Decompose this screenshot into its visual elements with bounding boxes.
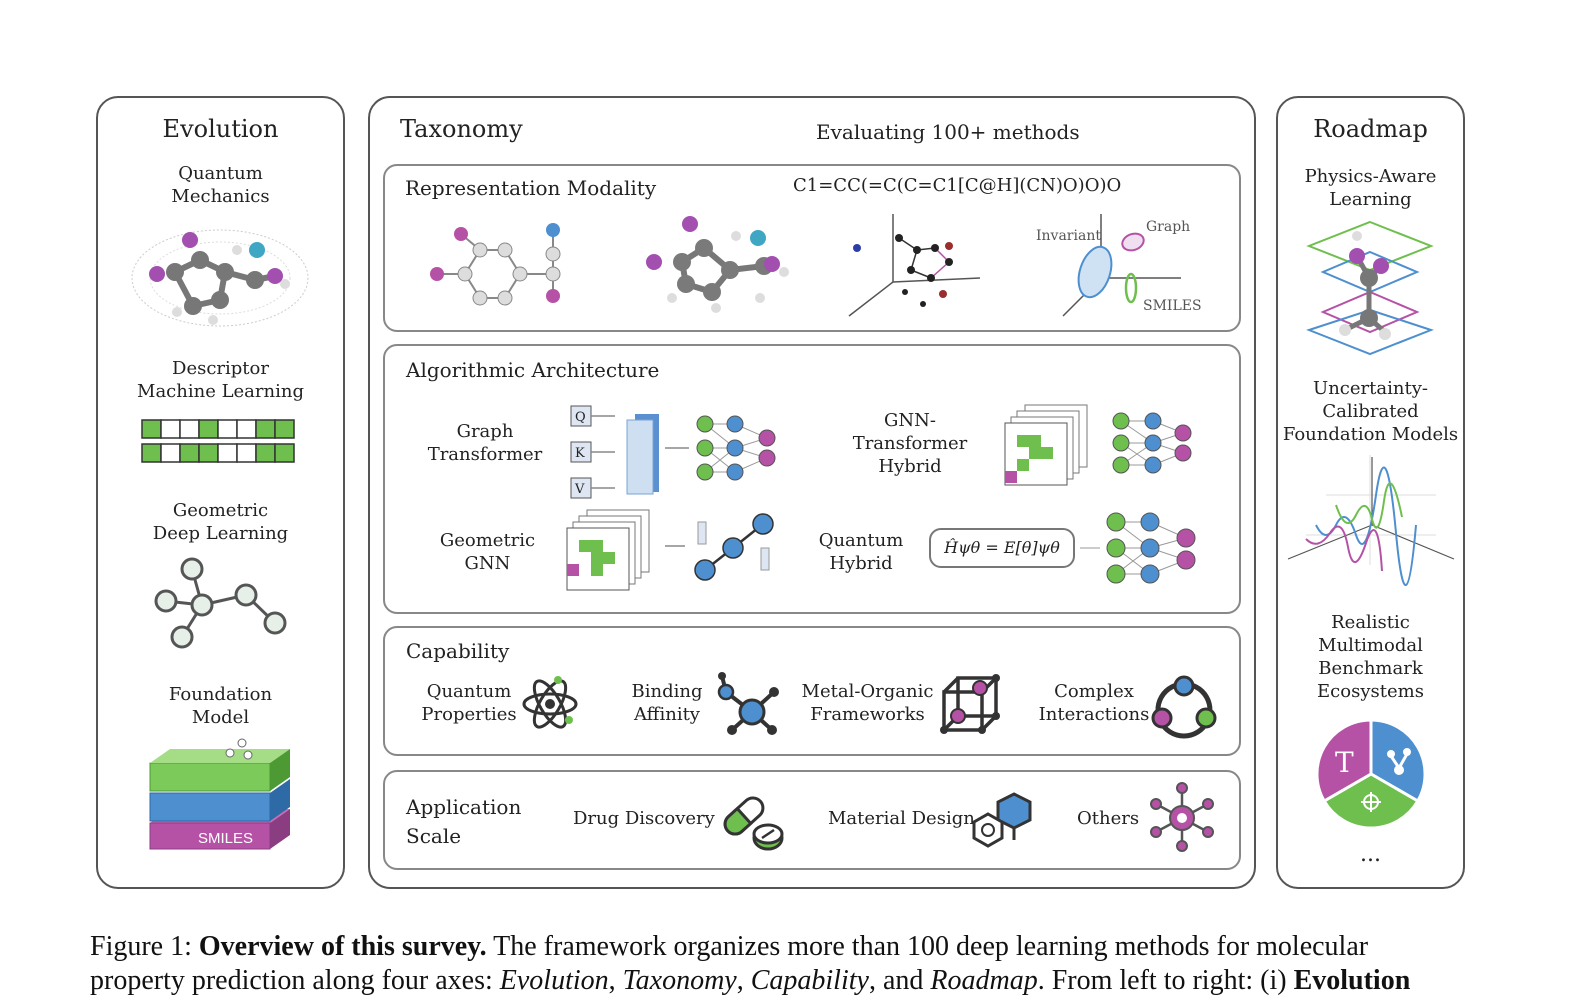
- schrodinger-equation-box: Ĥψθ = E[θ]ψθ: [929, 528, 1075, 568]
- benzene-rings-icon: [972, 792, 1032, 848]
- caption-italic-evolution: Evolution: [499, 965, 609, 996]
- representation-modality-title: Representation Modality: [405, 176, 657, 200]
- binding-affinity-label: Binding Affinity: [631, 681, 703, 725]
- pill-capsule-icon: [723, 796, 784, 851]
- application-scale-title: Application Scale: [406, 795, 522, 848]
- graph-network-icon: [154, 557, 287, 649]
- 3d-coordinate-molecule-icon: [848, 214, 981, 317]
- roadmap-label-physics: Physics-Aware Learning: [1304, 166, 1437, 210]
- pie-t-letter: T: [1335, 746, 1354, 779]
- evo-label-quantum: Quantum Mechanics: [171, 163, 270, 207]
- uncertainty-waves-icon: [1287, 455, 1455, 586]
- quantum-molecule-icon: [131, 229, 309, 327]
- algorithmic-architecture-title: Algorithmic Architecture: [406, 358, 660, 382]
- caption-italic-roadmap: Roadmap: [930, 965, 1038, 996]
- schrodinger-equation: Ĥψθ = E[θ]ψθ: [944, 538, 1060, 557]
- material-design-label: Material Design: [828, 808, 975, 829]
- smiles-stack-label: SMILES: [198, 830, 253, 847]
- smiles-string: C1=CC(=C(C=C1[C@H](CN)O)O)O: [793, 175, 1122, 196]
- complex-interactions-label: Complex Interactions: [1038, 681, 1150, 725]
- caption-text-and: and: [882, 965, 924, 996]
- others-label: Others: [1077, 808, 1140, 829]
- capability-box: [383, 626, 1241, 756]
- algorithmic-architecture-box: [383, 344, 1241, 614]
- 2d-graph-molecule-icon: [430, 223, 561, 306]
- physics-layers-icon: [1306, 220, 1434, 356]
- geometric-gnn-icon: [566, 509, 774, 591]
- q-label: Q: [575, 410, 586, 425]
- taxonomy-subtitle: Evaluating 100+ methods: [816, 120, 1080, 144]
- k-label: K: [575, 446, 585, 461]
- smiles-label: SMILES: [1143, 298, 1202, 314]
- quantum-hybrid-label: Quantum Hybrid: [818, 530, 904, 574]
- drug-discovery-label: Drug Discovery: [573, 808, 715, 829]
- caption-text-line1: The framework organizes more than 100 de…: [493, 931, 1369, 962]
- 3d-ball-stick-molecule-icon: [646, 216, 789, 313]
- roadmap-title: Roadmap: [1313, 115, 1428, 143]
- roadmap-label-benchmark: Realistic Multimodal Benchmark Ecosystem…: [1317, 612, 1424, 702]
- capability-title: Capability: [406, 639, 510, 663]
- taxonomy-title: Taxonomy: [400, 115, 523, 143]
- invariant-embedding-plot-icon: [1062, 214, 1181, 317]
- binding-affinity-icon: [717, 672, 779, 735]
- graph-label: Graph: [1146, 219, 1191, 235]
- foundation-model-stack-icon: SMILES: [149, 738, 290, 850]
- quantum-properties-label: Quantum Properties: [421, 681, 517, 725]
- graph-transformer-label: Graph Transformer: [427, 421, 543, 465]
- metal-organic-frameworks-label: Metal-Organic Frameworks: [801, 681, 934, 725]
- atom-icon: [522, 676, 578, 729]
- evo-label-foundation: Foundation Model: [168, 684, 273, 728]
- invariant-label: Invariant: [1036, 228, 1101, 244]
- caption-bold-evolution: Evolution: [1293, 965, 1411, 996]
- evo-label-descriptor: Descriptor Machine Learning: [137, 358, 304, 402]
- molecule-hub-icon: [1150, 782, 1214, 852]
- gnn-transformer-hybrid-label: GNN- Transformer Hybrid: [852, 410, 968, 477]
- complex-interactions-icon: [1151, 675, 1217, 739]
- figure-caption: Figure 1: Overview of this survey. The f…: [90, 931, 1411, 996]
- caption-text-line2c: From left to right: (i): [1051, 965, 1287, 996]
- evolution-title: Evolution: [162, 115, 279, 143]
- figure-label: Figure 1:: [90, 931, 192, 962]
- mof-cube-icon: [940, 674, 1000, 734]
- multimodal-pie-icon: T: [1315, 718, 1427, 830]
- descriptor-fingerprint-icon: [141, 419, 295, 463]
- application-scale-box: [383, 770, 1241, 870]
- gnn-transformer-matrix-icon: [1004, 404, 1192, 486]
- roadmap-ellipsis: ...: [1360, 842, 1381, 867]
- geometric-gnn-label: Geometric GNN: [439, 530, 536, 574]
- transformer-qkv-icon: Q K V: [570, 405, 776, 499]
- quantum-network-icon: [1080, 512, 1196, 584]
- roadmap-label-uncertainty: Uncertainty- Calibrated Foundation Model…: [1282, 378, 1459, 445]
- evo-label-geometric: Geometric Deep Learning: [152, 500, 289, 544]
- caption-text-line2a: property prediction along four axes:: [90, 965, 493, 996]
- caption-italic-taxonomy: Taxonomy: [622, 965, 737, 996]
- caption-italic-capability: Capability: [750, 965, 869, 996]
- v-label: V: [574, 482, 585, 497]
- caption-bold-title: Overview of this survey.: [198, 931, 487, 962]
